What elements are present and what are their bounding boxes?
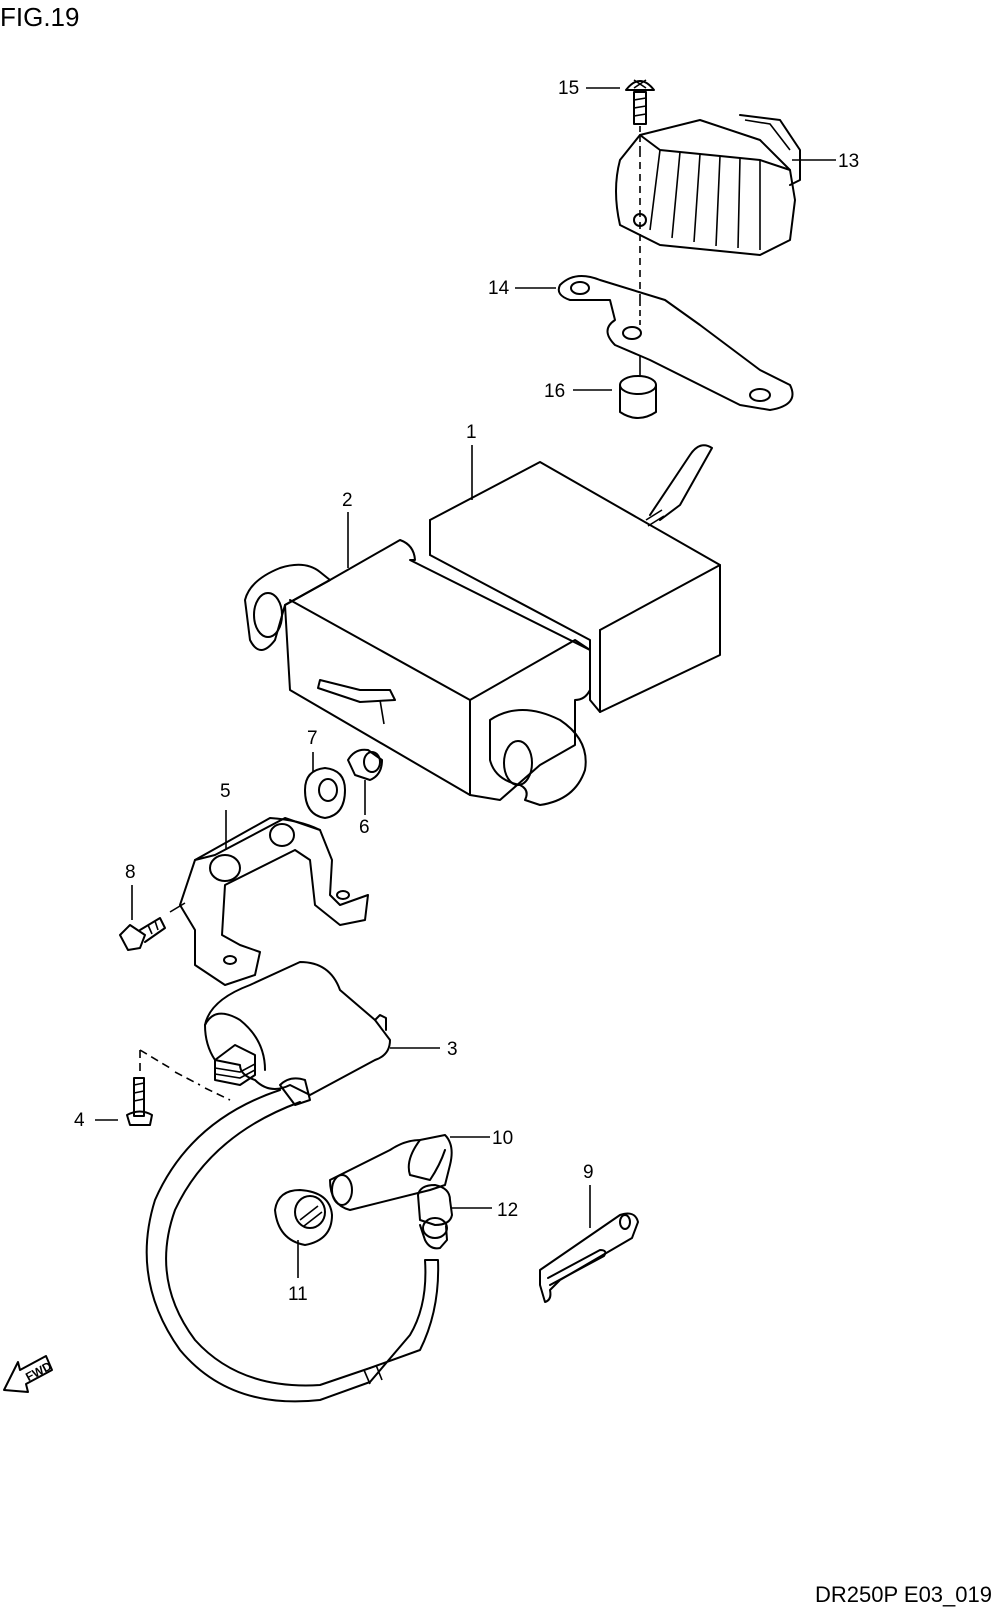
screw-part-8 — [119, 885, 186, 951]
callout-7: 7 — [307, 728, 318, 749]
bracket-part-5 — [179, 810, 369, 986]
callout-8: 8 — [125, 862, 136, 883]
figure-code: DR250P E03_019 — [815, 1582, 992, 1607]
callout-13: 13 — [838, 151, 859, 172]
screw-part-4 — [95, 1049, 231, 1126]
cdi-unit-part-1 — [429, 444, 721, 713]
cap-part-11 — [274, 1189, 333, 1278]
callout-12: 12 — [497, 1200, 518, 1221]
connector-part-12 — [417, 1184, 492, 1250]
plug-cap-part-10 — [329, 1134, 490, 1211]
callout-14: 14 — [488, 278, 510, 299]
figure-title: FIG.19 — [0, 2, 80, 32]
callout-2: 2 — [342, 490, 353, 511]
callout-16: 16 — [544, 381, 565, 402]
callout-10: 10 — [492, 1128, 513, 1149]
clamp-part-9 — [539, 1185, 639, 1303]
collar-part-6 — [347, 748, 383, 815]
screw-part-15 — [625, 79, 655, 150]
fwd-arrow-icon: FWD — [3, 1355, 54, 1393]
callout-3: 3 — [447, 1039, 458, 1060]
callout-6: 6 — [359, 817, 370, 838]
callout-5: 5 — [220, 781, 231, 802]
regulator-part-13 — [615, 114, 801, 300]
callout-1: 1 — [466, 422, 477, 443]
high-tension-lead — [145, 1089, 440, 1403]
bracket-part-14 — [557, 275, 794, 411]
holder-part-2 — [244, 539, 591, 806]
callout-4: 4 — [74, 1110, 85, 1131]
grommet-part-7 — [304, 752, 346, 819]
callout-11: 11 — [288, 1284, 308, 1305]
collar-part-16 — [619, 355, 657, 419]
ignition-coil-part-3 — [204, 961, 440, 1106]
callout-9: 9 — [583, 1162, 594, 1183]
callout-15: 15 — [558, 78, 579, 99]
